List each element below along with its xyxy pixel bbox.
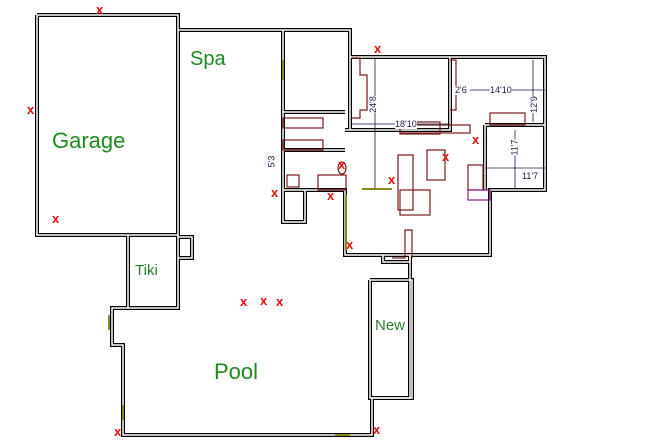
dimension-bath: 5'3 xyxy=(266,155,277,168)
wall-segment xyxy=(128,235,179,309)
room-label-new: New xyxy=(375,317,406,334)
wall-segment xyxy=(178,235,194,260)
wall-segment xyxy=(368,278,414,400)
x-marker: x xyxy=(114,424,122,439)
room-label-garage: Garage xyxy=(52,128,126,153)
wall-segment xyxy=(36,14,179,236)
dimension-lines xyxy=(352,58,545,188)
x-marker: x xyxy=(374,41,382,56)
wall-segment xyxy=(35,13,180,237)
dimension-living-height: 24'8 xyxy=(367,96,378,113)
wall-segment xyxy=(345,57,451,131)
x-marker: x xyxy=(442,149,450,164)
x-marker: x xyxy=(52,211,60,226)
wall-segment xyxy=(369,279,413,399)
x-marker: x xyxy=(260,293,268,308)
laundry-unit xyxy=(467,189,491,201)
room-label-spa: Spa xyxy=(190,48,226,70)
x-marker: x xyxy=(271,185,279,200)
dimension-bed1-width: 14'10 xyxy=(490,85,512,95)
x-marker: x xyxy=(388,172,396,187)
x-marker: x xyxy=(346,237,354,252)
wall-segment xyxy=(382,255,411,263)
x-marker: x xyxy=(472,132,480,147)
doors xyxy=(108,60,392,436)
dimension-bed2-width: 11'7 xyxy=(522,171,539,181)
room-label-tiki: Tiki xyxy=(135,262,158,279)
wall-segment xyxy=(178,236,193,259)
x-marker: x xyxy=(373,422,381,437)
wall-segment xyxy=(283,29,546,256)
x-marker: x xyxy=(96,2,104,17)
dimension-living-width: 18'10 xyxy=(395,119,417,129)
wall-segment xyxy=(281,190,307,224)
wall-segment xyxy=(282,190,306,223)
wall-segment xyxy=(283,28,547,257)
x-marker: x xyxy=(276,294,284,309)
x-marker: x xyxy=(327,188,335,203)
x-marker: x xyxy=(27,102,35,117)
furniture xyxy=(282,57,526,259)
dimension-bed1-height: 12'9 xyxy=(528,96,539,113)
dimension-closet: 2'6 xyxy=(455,85,467,95)
x-marker: x xyxy=(338,157,346,172)
room-label-pool: Pool xyxy=(214,359,259,384)
dimension-bed2-height: 11'7 xyxy=(509,139,520,156)
x-marker: x xyxy=(240,294,248,309)
